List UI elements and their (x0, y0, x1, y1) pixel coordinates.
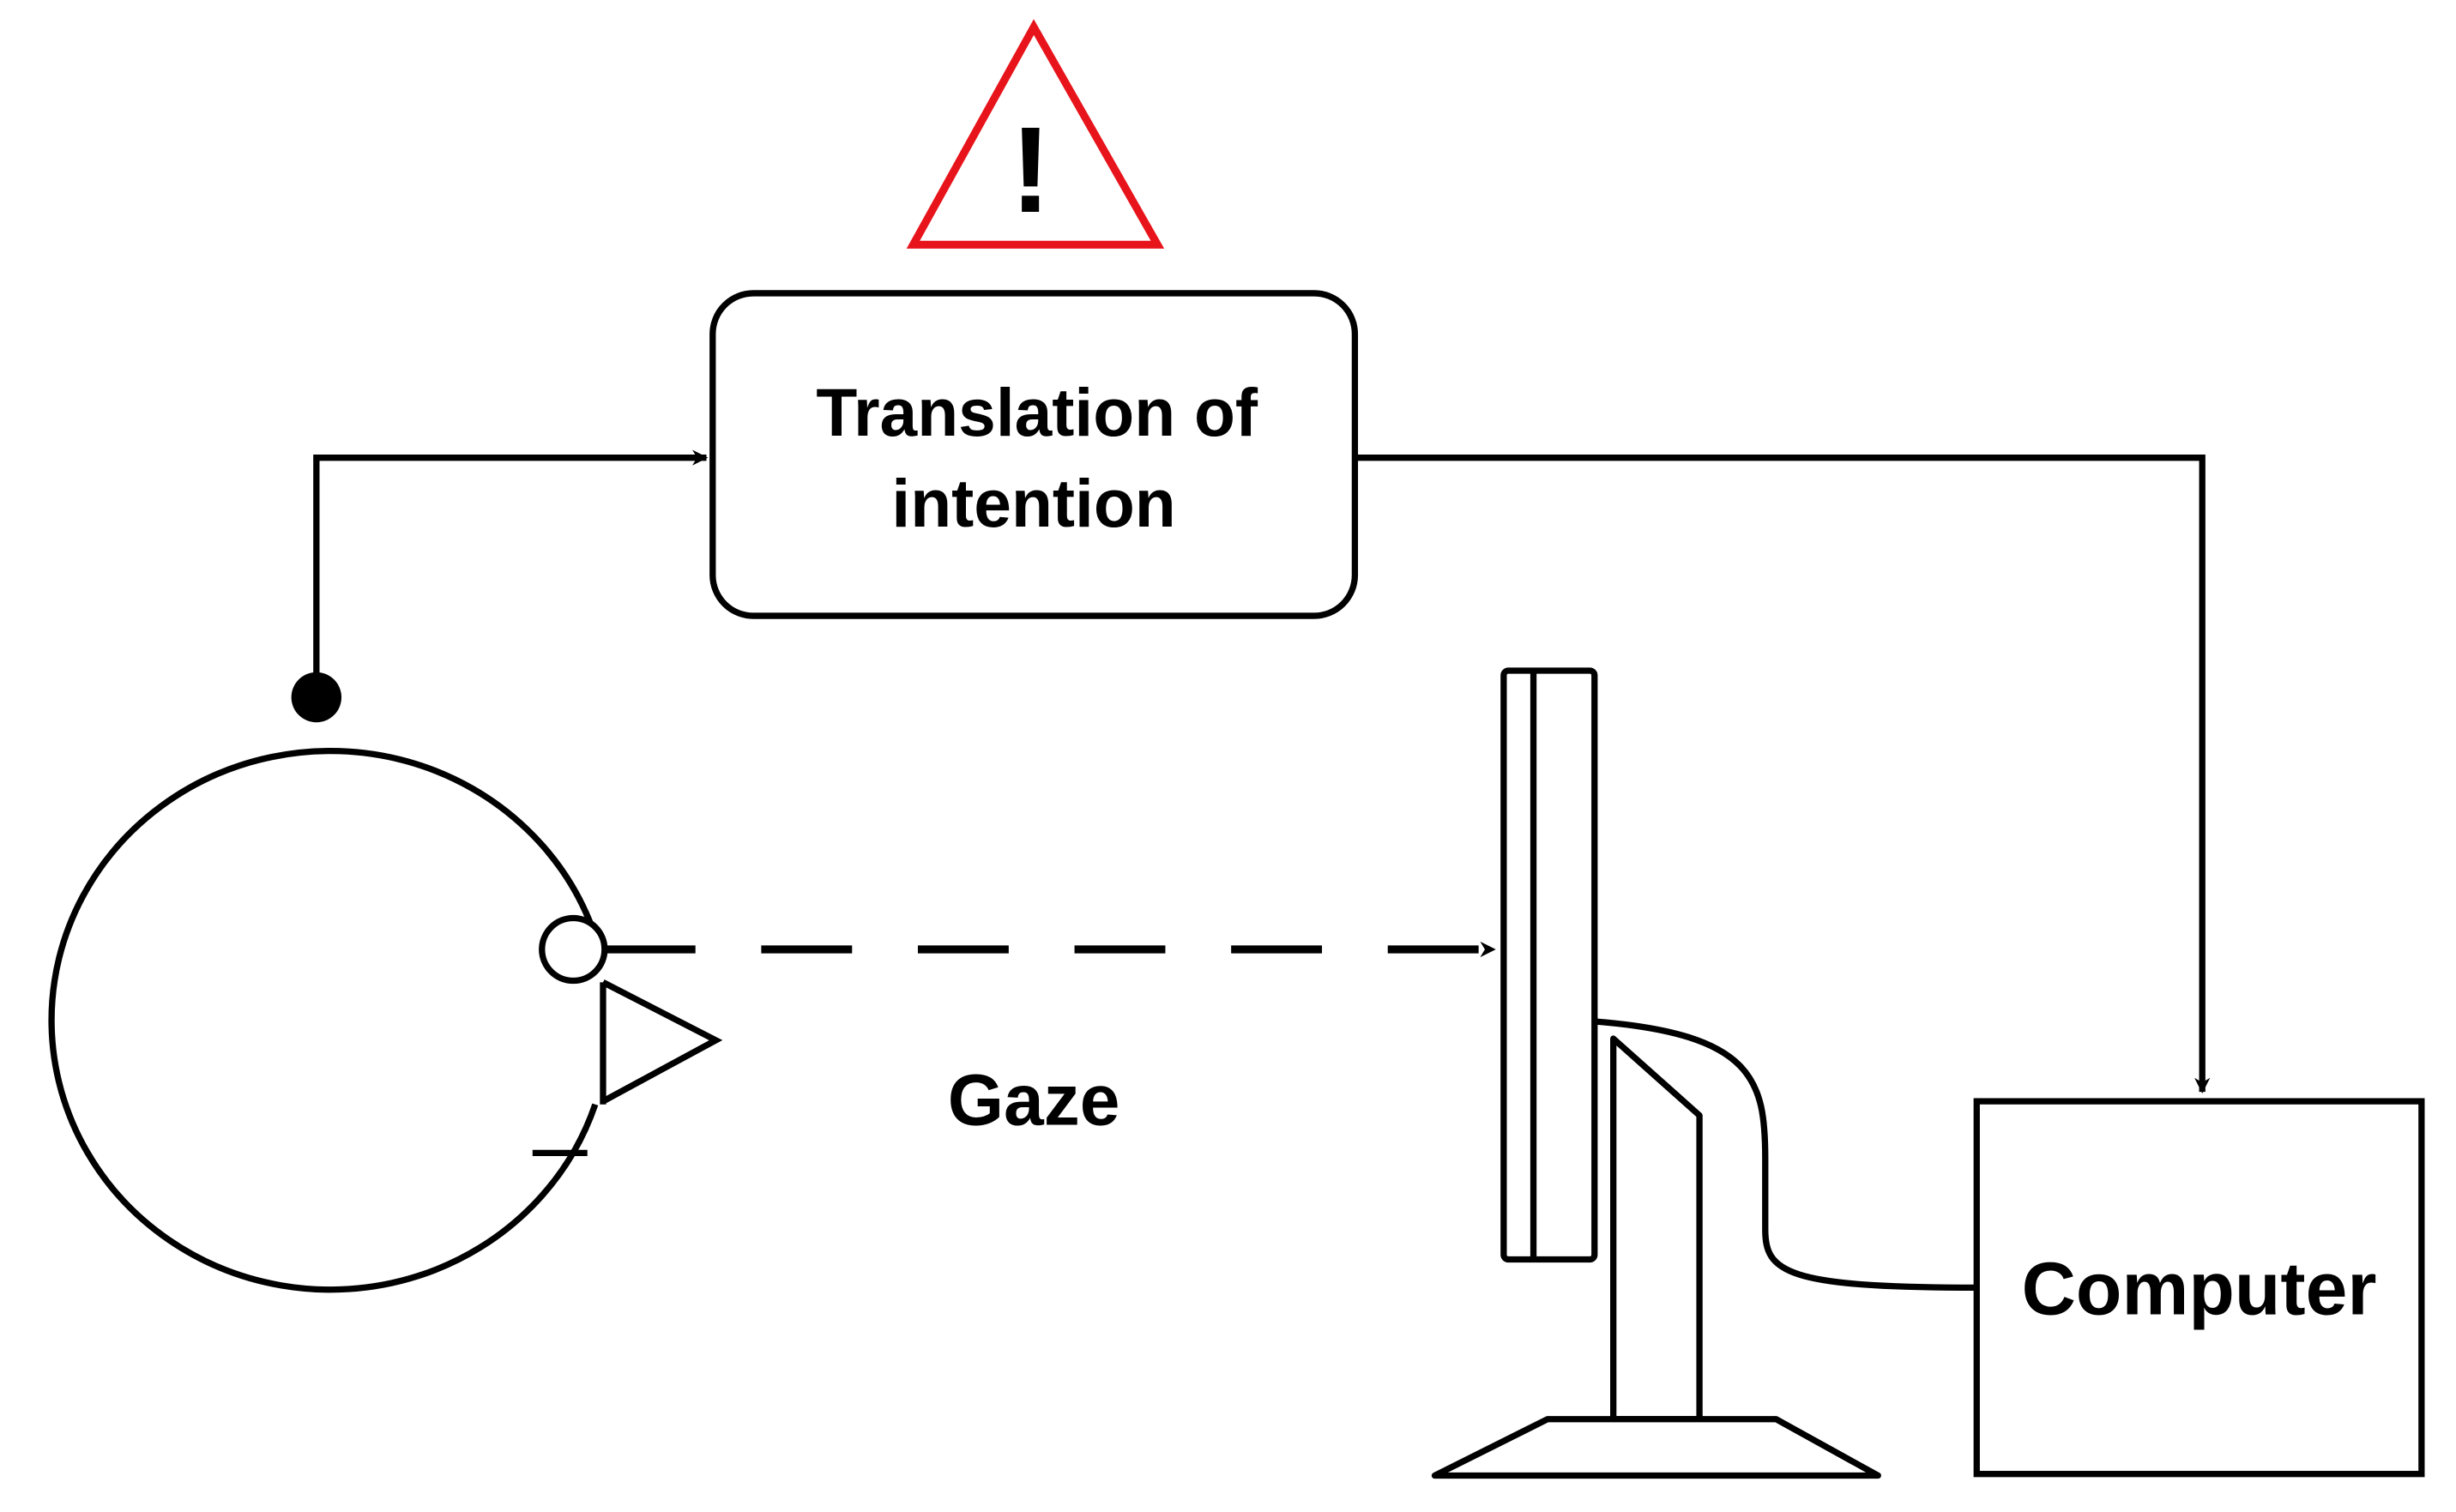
translation-box-label-line1: Translation of (816, 375, 1258, 450)
command-connector (1355, 455, 2211, 1093)
translation-box-label-line2: intention (891, 466, 1175, 541)
computer-label: Computer (2022, 1246, 2377, 1330)
warning-triangle-icon: ! (906, 19, 1165, 249)
warning-exclamation: ! (1011, 102, 1051, 238)
translation-of-intention-box: Translation of intention (709, 290, 1359, 619)
computer-box: Computer (1973, 1098, 2425, 1478)
head-profile-icon (48, 748, 723, 1293)
gaze-label: Gaze (948, 1059, 1120, 1140)
eye-icon (539, 914, 608, 985)
monitor-icon (1431, 667, 1977, 1479)
connector-start-dot (291, 672, 342, 723)
intention-connector (291, 449, 709, 723)
